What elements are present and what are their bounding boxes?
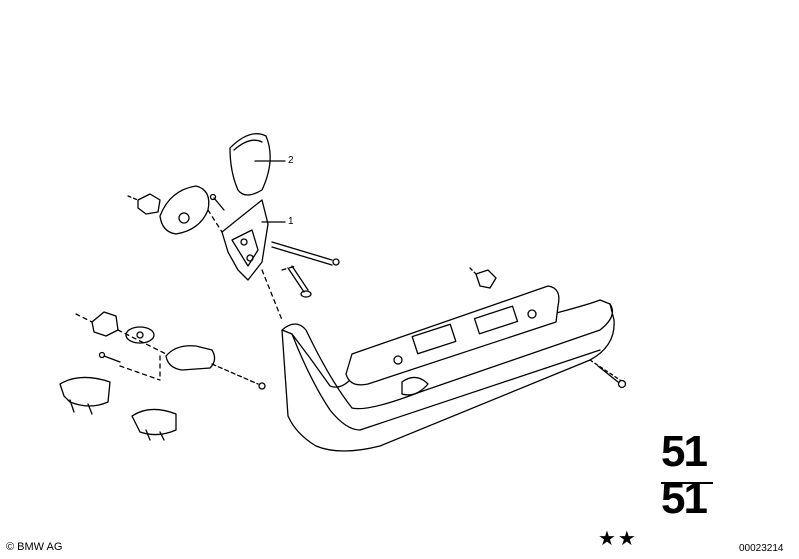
plug-part[interactable]	[75, 311, 119, 337]
clip-part[interactable]	[127, 193, 161, 215]
armrest-bracket-part[interactable]	[221, 199, 269, 281]
cover-cap-part[interactable]	[229, 133, 271, 196]
washer-part[interactable]	[125, 326, 155, 344]
rating-stars-icon: ★★	[598, 528, 638, 550]
callout-label-1: 1	[288, 216, 294, 227]
lower-screw-part[interactable]	[287, 265, 312, 298]
assembly-lines	[207, 209, 297, 321]
group-number-divider	[661, 482, 713, 484]
main-group-number-repeat: 51	[661, 474, 708, 523]
diagram-number: 00023214	[739, 543, 784, 554]
escutcheon-plate-part[interactable]	[159, 185, 210, 235]
lower-cover-part-b[interactable]	[131, 408, 177, 441]
main-group-number: 51	[661, 427, 708, 476]
callout-label-2: 2	[288, 155, 294, 166]
long-screw-part[interactable]	[271, 241, 340, 266]
lower-cover-part-a[interactable]	[59, 376, 111, 415]
screw-part[interactable]	[209, 193, 225, 211]
small-screw-left-part[interactable]	[98, 351, 121, 363]
right-screw-part[interactable]	[589, 359, 627, 389]
base-clip-part[interactable]	[469, 267, 497, 289]
bracket-lines-left	[117, 329, 167, 381]
copyright-text: © BMW AG	[6, 541, 63, 553]
handle-part[interactable]	[165, 345, 266, 390]
armrest-base-part[interactable]	[345, 285, 560, 396]
